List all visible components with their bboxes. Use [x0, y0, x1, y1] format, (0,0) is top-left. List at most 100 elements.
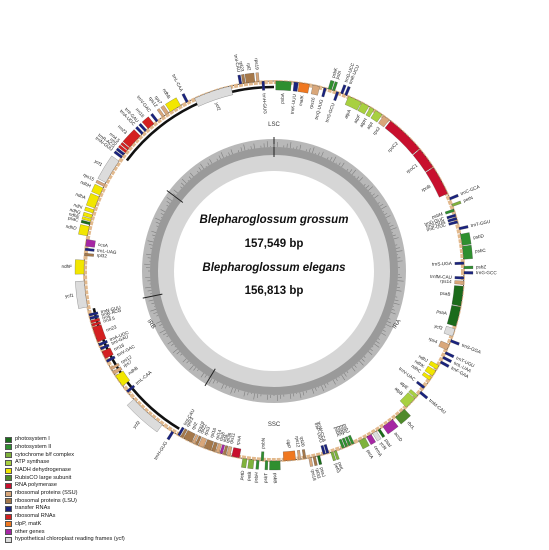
gc-tick [166, 204, 169, 207]
gc-tick [305, 149, 307, 152]
legend-swatch [5, 467, 12, 474]
gene-label: trnI-CAU [233, 54, 241, 72]
gc-tick [212, 379, 216, 384]
gene-label: psbH [253, 472, 259, 483]
gene-label: rps15 [82, 172, 95, 182]
legend-item: RNA polymerase [5, 482, 175, 490]
gene-ndhB [115, 370, 130, 387]
gc-tick [174, 346, 176, 348]
gene-label: trnM-CAU [428, 398, 447, 415]
gc-tick [368, 186, 374, 191]
gene-petG [330, 451, 337, 462]
genome-size-1: 157,549 bp [245, 238, 304, 250]
gene-label: rpl16 [209, 427, 217, 439]
gene-label: rps3 [203, 426, 211, 437]
gene-label: trnS-GGA [461, 343, 482, 355]
gc-tick [388, 222, 391, 224]
gene-label: petD [239, 470, 246, 481]
gene-label: atpE [399, 380, 409, 390]
gene-label: psbK [331, 66, 339, 78]
gene-ndhG [82, 211, 93, 219]
gene-label: rpoB [421, 184, 432, 193]
legend-item: ribosomal RNAs [5, 513, 175, 521]
gc-content-ring [142, 137, 406, 403]
legend-item: cytochrome b/f complex [5, 451, 175, 459]
gene-psbM [444, 208, 455, 215]
gene-rrn4.5 [120, 142, 130, 151]
gc-tick [187, 180, 189, 182]
gene-label: psbD [473, 233, 485, 240]
gene-trnI-GAU [99, 343, 110, 351]
legend-label: RubisCO large subunit [15, 474, 72, 481]
gene-label: rrn5 [109, 137, 119, 146]
gene-label: trnG-GCC [476, 270, 497, 275]
gene-rpl14 [211, 441, 218, 452]
gene-label: petB [246, 471, 252, 481]
gene-ccsA [85, 239, 96, 248]
gc-tick [180, 353, 183, 356]
gc-tick [289, 142, 292, 149]
gene-label: ndhA [75, 192, 88, 201]
legend-item: photosystem I [5, 436, 175, 444]
gene-psbF [341, 437, 348, 448]
gene-label: psaJ [319, 467, 326, 478]
gene-label: rbcL [406, 420, 416, 430]
gc-tick [152, 234, 156, 237]
gc-tick [359, 360, 364, 366]
gene-trnD-GUC [446, 213, 457, 220]
legend-label: transfer RNAs [15, 505, 51, 512]
gene-atpE [408, 389, 418, 399]
region-boundary-1 [204, 368, 216, 387]
gene-rpoA [231, 447, 242, 458]
legend-label: clpP, matK [15, 520, 42, 527]
gene-label: ycf1 [93, 159, 103, 168]
gc-tick [395, 247, 400, 249]
gc-tick [148, 244, 153, 246]
gene-label: atpH [359, 117, 368, 128]
gc-tick [384, 213, 388, 215]
gene-label: rpl23 [238, 61, 245, 72]
gc-tick [305, 390, 307, 393]
gc-tick [393, 237, 399, 240]
gc-tick [388, 318, 391, 320]
gc-tick [396, 290, 402, 292]
gc-tick [166, 201, 171, 204]
legend-label: ATP synthase [15, 459, 50, 466]
gene-rpoB [425, 167, 448, 198]
gene-atpH [365, 107, 375, 118]
gene-ycf1 [75, 280, 88, 309]
gene-label: rpl14 [214, 429, 222, 441]
gene-label: rrn16 [113, 342, 125, 351]
gene-petN [451, 200, 462, 207]
gene-trnP-UGG [320, 445, 326, 455]
legend-swatch [5, 482, 12, 489]
gene-ndhI [84, 206, 95, 214]
gene-rpl23 [180, 428, 188, 438]
gene-label: psbM [431, 211, 443, 219]
gene-rps18 [308, 457, 314, 467]
legend-swatch [5, 521, 12, 528]
gene-trnC-GCA [449, 193, 459, 201]
gene-ndhK [424, 365, 436, 377]
gc-tick [155, 221, 160, 224]
gc-tick [207, 162, 210, 166]
gc-tick [356, 176, 360, 180]
gene-rps12 [156, 108, 165, 118]
gene-label: accD [393, 431, 404, 443]
gene-label: rps19 [196, 420, 206, 433]
gc-tick [243, 144, 246, 151]
gene-label: ndhG [69, 207, 82, 215]
gene-label: ndhF [62, 264, 73, 269]
gc-tick [356, 362, 358, 365]
gene-label: rpl36 [225, 432, 233, 444]
gc-tick [354, 175, 356, 177]
gene-rps15 [95, 179, 106, 187]
gc-tick [370, 192, 372, 194]
gc-tick [253, 143, 255, 149]
gc-tick [332, 379, 336, 385]
gene-accD [382, 419, 399, 435]
gene-trnL-CAA [181, 93, 189, 103]
gene-rrn5 [90, 318, 101, 324]
gene-rps14 [454, 280, 464, 285]
gene-trnR-ACG [115, 147, 125, 156]
